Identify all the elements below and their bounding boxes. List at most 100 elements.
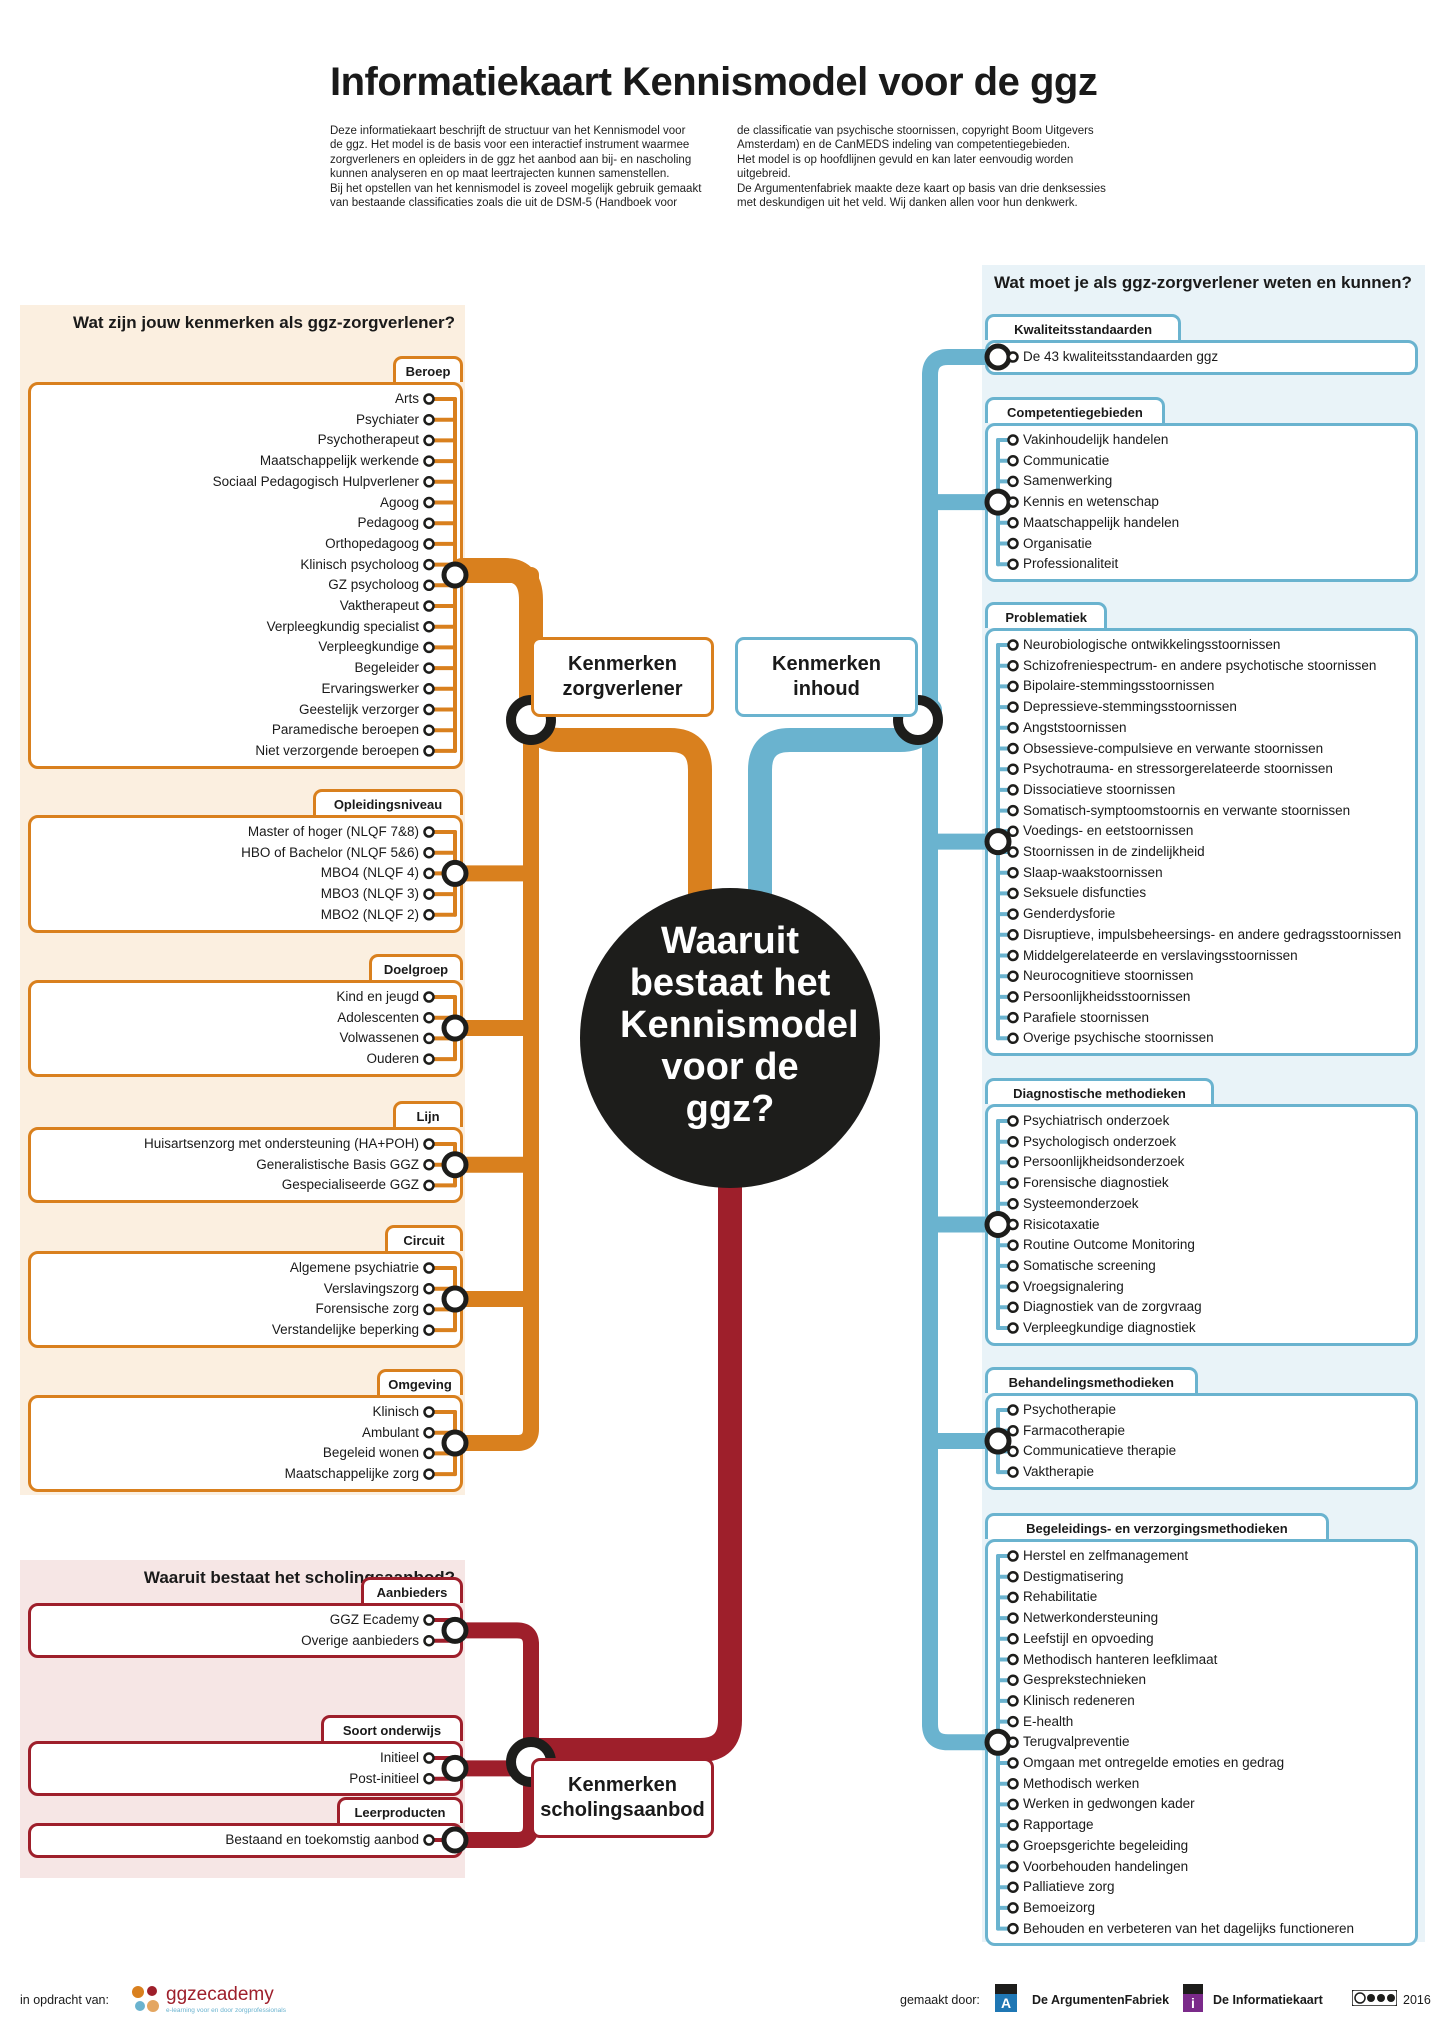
list-item[interactable]: Huisartsenzorg met ondersteuning (HA+POH… [144, 1136, 419, 1151]
list-item[interactable]: GZ psycholoog [328, 577, 419, 593]
hub-kenmerken-inhoud[interactable]: Kenmerken inhoud [735, 637, 918, 717]
list-item[interactable]: Seksuele disfuncties [1023, 885, 1147, 901]
category-tab-kwaliteitsstandaarden[interactable]: Kwaliteitsstandaarden [985, 314, 1182, 340]
list-item[interactable]: MBO4 (NLQF 4) [320, 865, 419, 881]
list-item[interactable]: Rehabilitatie [1023, 1589, 1098, 1605]
list-item[interactable]: Diagnostiek van de zorgvraag [1023, 1299, 1202, 1315]
list-item[interactable]: Neurocognitieve stoornissen [1023, 968, 1194, 984]
list-item[interactable]: Overige psychische stoornissen [1023, 1030, 1214, 1046]
category-tab-leerproducten[interactable]: Leerproducten [337, 1797, 463, 1823]
list-item[interactable]: Orthopedagoog [325, 535, 419, 551]
list-item[interactable]: Verslavingszorg [323, 1280, 419, 1296]
list-item[interactable]: Kind en jeugd [336, 989, 419, 1004]
list-item[interactable]: Werken in gedwongen kader [1023, 1796, 1195, 1812]
list-item[interactable]: Neurobiologische ontwikkelingsstoornisse… [1023, 637, 1281, 652]
category-tab-diagnostische-methodieken[interactable]: Diagnostische methodieken [985, 1078, 1214, 1104]
list-item[interactable]: Palliatieve zorg [1023, 1879, 1115, 1895]
list-item[interactable]: Verpleegkundige diagnostiek [1023, 1320, 1196, 1335]
list-item[interactable]: Voedings- en eetstoornissen [1023, 823, 1194, 839]
category-tab-lijn[interactable]: Lijn [393, 1101, 463, 1127]
list-item[interactable]: Generalistische Basis GGZ [256, 1156, 419, 1172]
list-item[interactable]: Obsessieve-compulsieve en verwante stoor… [1023, 740, 1324, 756]
list-item[interactable]: Vroegsignalering [1023, 1278, 1124, 1294]
list-item[interactable]: Terugvalpreventie [1023, 1734, 1130, 1750]
list-item[interactable]: Omgaan met ontregelde emoties en gedrag [1023, 1755, 1285, 1770]
list-item[interactable]: MBO2 (NLQF 2) [320, 906, 419, 922]
list-item[interactable]: Begeleid wonen [322, 1445, 419, 1461]
list-item[interactable]: Netwerkondersteuning [1023, 1610, 1159, 1626]
list-item[interactable]: E-health [1023, 1713, 1074, 1729]
list-item[interactable]: Paramedische beroepen [271, 722, 419, 738]
list-item[interactable]: Farmacotherapie [1023, 1422, 1126, 1438]
list-item[interactable]: Persoonlijkheidsstoornissen [1023, 988, 1191, 1004]
list-item[interactable]: Professionaliteit [1023, 556, 1119, 572]
category-tab-problematiek[interactable]: Problematiek [985, 602, 1108, 628]
list-item[interactable]: Initieel [379, 1750, 419, 1765]
list-item[interactable]: Rapportage [1023, 1817, 1094, 1833]
list-item[interactable]: Samenwerking [1023, 473, 1113, 489]
list-item[interactable]: Gesprekstechnieken [1023, 1672, 1147, 1688]
list-item[interactable]: Groepsgerichte begeleiding [1023, 1837, 1189, 1853]
category-tab-omgeving[interactable]: Omgeving [377, 1369, 463, 1395]
list-item[interactable]: Vaktherapie [1023, 1464, 1095, 1480]
category-tab-circuit[interactable]: Circuit [385, 1225, 463, 1251]
list-item[interactable]: Bemoeizorg [1023, 1899, 1096, 1915]
list-item[interactable]: Psychiater [355, 411, 419, 427]
list-item[interactable]: Risicotaxatie [1023, 1216, 1100, 1232]
list-item[interactable]: Algemene psychiatrie [289, 1260, 419, 1275]
list-item[interactable]: Forensische zorg [315, 1301, 419, 1317]
list-item[interactable]: Adolescenten [337, 1009, 419, 1025]
list-item[interactable]: Voorbehouden handelingen [1023, 1858, 1189, 1874]
list-item[interactable]: Post-initieel [349, 1770, 419, 1786]
list-item[interactable]: Sociaal Pedagogisch Hulpverlener [212, 473, 419, 489]
list-item[interactable]: Communicatieve therapie [1023, 1443, 1177, 1459]
list-item[interactable]: Klinisch psycholoog [300, 556, 419, 572]
list-item[interactable]: Herstel en zelfmanagement [1023, 1548, 1189, 1563]
list-item[interactable]: Ouderen [366, 1051, 419, 1067]
list-item[interactable]: Niet verzorgende beroepen [255, 742, 419, 758]
list-item[interactable]: Psychiatrisch onderzoek [1023, 1113, 1170, 1128]
list-item[interactable]: Communicatie [1023, 452, 1110, 468]
list-item[interactable]: Pedagoog [357, 515, 419, 531]
list-item[interactable]: Ambulant [361, 1424, 419, 1440]
list-item[interactable]: Psychologisch onderzoek [1023, 1133, 1177, 1149]
list-item[interactable]: Psychotherapie [1023, 1402, 1117, 1417]
category-tab-behandelingsmethodieken[interactable]: Behandelingsmethodieken [985, 1367, 1198, 1393]
list-item[interactable]: Middelgerelateerde en verslavingsstoorni… [1023, 947, 1298, 963]
list-item[interactable]: MBO3 (NLQF 3) [320, 886, 419, 902]
list-item[interactable]: Klinisch [372, 1404, 419, 1419]
category-tab-begeleidings-en-verzorgingsmethodieken[interactable]: Begeleidings- en verzorgingsmethodieken [985, 1513, 1329, 1539]
list-item[interactable]: Angststoornissen [1023, 719, 1127, 735]
list-item[interactable]: Maatschappelijk werkende [259, 453, 419, 469]
list-item[interactable]: Gespecialiseerde GGZ [281, 1177, 419, 1193]
list-item[interactable]: GGZ Ecademy [329, 1612, 419, 1627]
list-item[interactable]: Destigmatisering [1023, 1568, 1124, 1584]
list-item[interactable]: Systeemonderzoek [1023, 1195, 1139, 1211]
list-item[interactable]: Maatschappelijk handelen [1023, 514, 1180, 530]
list-item[interactable]: Leefstijl en opvoeding [1023, 1630, 1154, 1646]
list-item[interactable]: Maatschappelijke zorg [284, 1466, 419, 1482]
category-tab-competentiegebieden[interactable]: Competentiegebieden [985, 397, 1165, 423]
list-item[interactable]: HBO of Bachelor (NLQF 5&6) [241, 844, 419, 860]
list-item[interactable]: Behouden en verbeteren van het dagelijks… [1023, 1920, 1354, 1936]
list-item[interactable]: Psychotherapeut [317, 432, 419, 448]
list-item[interactable]: Geestelijk verzorger [298, 701, 419, 717]
list-item[interactable]: Methodisch werken [1023, 1775, 1140, 1791]
list-item[interactable]: Agoog [379, 494, 419, 510]
list-item[interactable]: Slaap-waakstoornissen [1023, 864, 1163, 880]
list-item[interactable]: Schizofreniespectrum- en andere psychoti… [1023, 657, 1377, 673]
list-item[interactable]: Kennis en wetenschap [1023, 494, 1159, 510]
list-item[interactable]: Volwassenen [339, 1030, 419, 1046]
list-item[interactable]: Organisatie [1023, 535, 1093, 551]
list-item[interactable]: Somatische screening [1023, 1257, 1156, 1273]
list-item[interactable]: De 43 kwaliteitsstandaarden ggz [1023, 349, 1219, 364]
list-item[interactable]: Bipolaire-stemmingsstoornissen [1023, 678, 1215, 694]
list-item[interactable]: Persoonlijkheidsonderzoek [1023, 1154, 1185, 1170]
hub-kenmerken-zorgverlener[interactable]: Kenmerken zorgverlener [531, 637, 714, 717]
category-tab-soort-onderwijs[interactable]: Soort onderwijs [321, 1715, 463, 1741]
list-item[interactable]: Vakinhoudelijk handelen [1023, 432, 1169, 447]
list-item[interactable]: Verstandelijke beperking [271, 1322, 419, 1338]
list-item[interactable]: Klinisch redeneren [1023, 1692, 1135, 1708]
list-item[interactable]: Verpleegkundig specialist [266, 618, 419, 634]
list-item[interactable]: Stoornissen in de zindelijkheid [1023, 844, 1205, 859]
